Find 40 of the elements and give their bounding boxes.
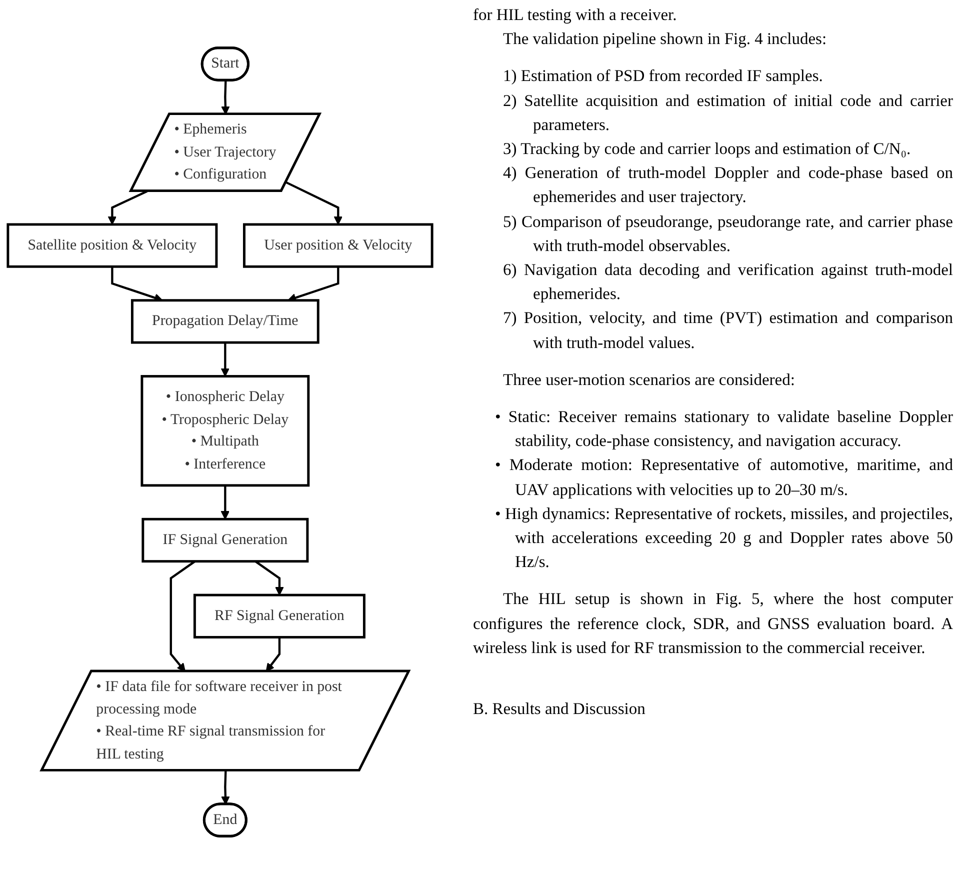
numbered-list-item: 2) Satellite acquisition and estimation of initial code and carrier parameters.	[502, 90, 953, 136]
numbered-list-item: 7) Position, velocity, and time (PVT) estimation and comparison with truth-model values.	[502, 307, 953, 354]
section-heading: B. Results and Discussion	[473, 698, 646, 720]
node-label: Propagation Delay/Time	[152, 313, 298, 330]
node-label: User position & Velocity	[264, 237, 412, 254]
bullet-list-item: • High dynamics: Representative of rockets, missiles, and projectiles, with accelerations exceeding 20 g and Doppler rates above 50 Hz/s.	[494, 502, 953, 574]
arrow	[220, 485, 230, 520]
body-paragraph: The HIL setup is shown in Fig. 5, where the host computer configures the reference clock, SDR, and GNSS evaluation board. A wireless link is used for RF transmission to the commercial receiver.	[473, 588, 953, 659]
numbered-list-item: 1) Estimation of PSD from recorded IF samples.	[502, 65, 824, 88]
node-label: • Tropospheric Delay	[162, 412, 289, 428]
numbered-list-item: 4) Generation of truth-model Doppler and code-phase based on ephemerides and user trajectory.	[502, 162, 953, 208]
numbered-list-item: 6) Navigation data decoding and verification against truth-model ephemerides.	[502, 259, 953, 306]
node-label: End	[213, 812, 238, 828]
node-label: • Real-time RF signal transmission for HIL testing	[96, 724, 326, 762]
node-label: • Ionospheric Delay	[166, 389, 284, 406]
arrow	[286, 181, 343, 225]
numbered-list-item: 5) Comparison of pseudorange, pseudorange rate, and carrier phase with truth-model observables.	[502, 210, 953, 257]
arrow	[221, 80, 230, 115]
node-label: • Multipath	[191, 434, 259, 450]
node-label: IF Signal Generation	[162, 532, 288, 548]
body-paragraph: Three user-motion scenarios are considered:	[502, 368, 796, 391]
node-label: Satellite position & Velocity	[28, 237, 197, 254]
numbered-list-item: 3) Tracking by code and carrier loops and estimation of C/N₀.	[502, 138, 912, 160]
node-label: Start	[211, 56, 240, 72]
node-label: • IF data file for software receiver in post processing mode	[96, 678, 343, 718]
arrow	[266, 637, 281, 672]
body-paragraph: for HIL testing with a receiver.	[473, 4, 678, 26]
node-label: • Interference	[184, 456, 266, 472]
node-label: • Ephemeris	[174, 122, 247, 138]
node-label: • User Trajectory	[174, 144, 276, 160]
arrow	[170, 560, 196, 672]
arrow	[108, 190, 148, 225]
node-label: • Configuration	[174, 166, 267, 182]
bullet-list-item: • Static: Receiver remains stationary to validate baseline Doppler stability, code-phase consistency, and navigation accuracy.	[494, 406, 953, 452]
body-paragraph: The validation pipeline shown in Fig. 4 includes:	[502, 28, 828, 50]
arrow	[254, 560, 284, 596]
arrow	[221, 770, 230, 805]
node-label: RF Signal Generation	[214, 608, 344, 624]
bullet-list-item: • Moderate motion: Representative of automotive, maritime, and UAV applications with velocities up to 20–30 m/s.	[494, 454, 953, 501]
arrow	[220, 342, 230, 377]
